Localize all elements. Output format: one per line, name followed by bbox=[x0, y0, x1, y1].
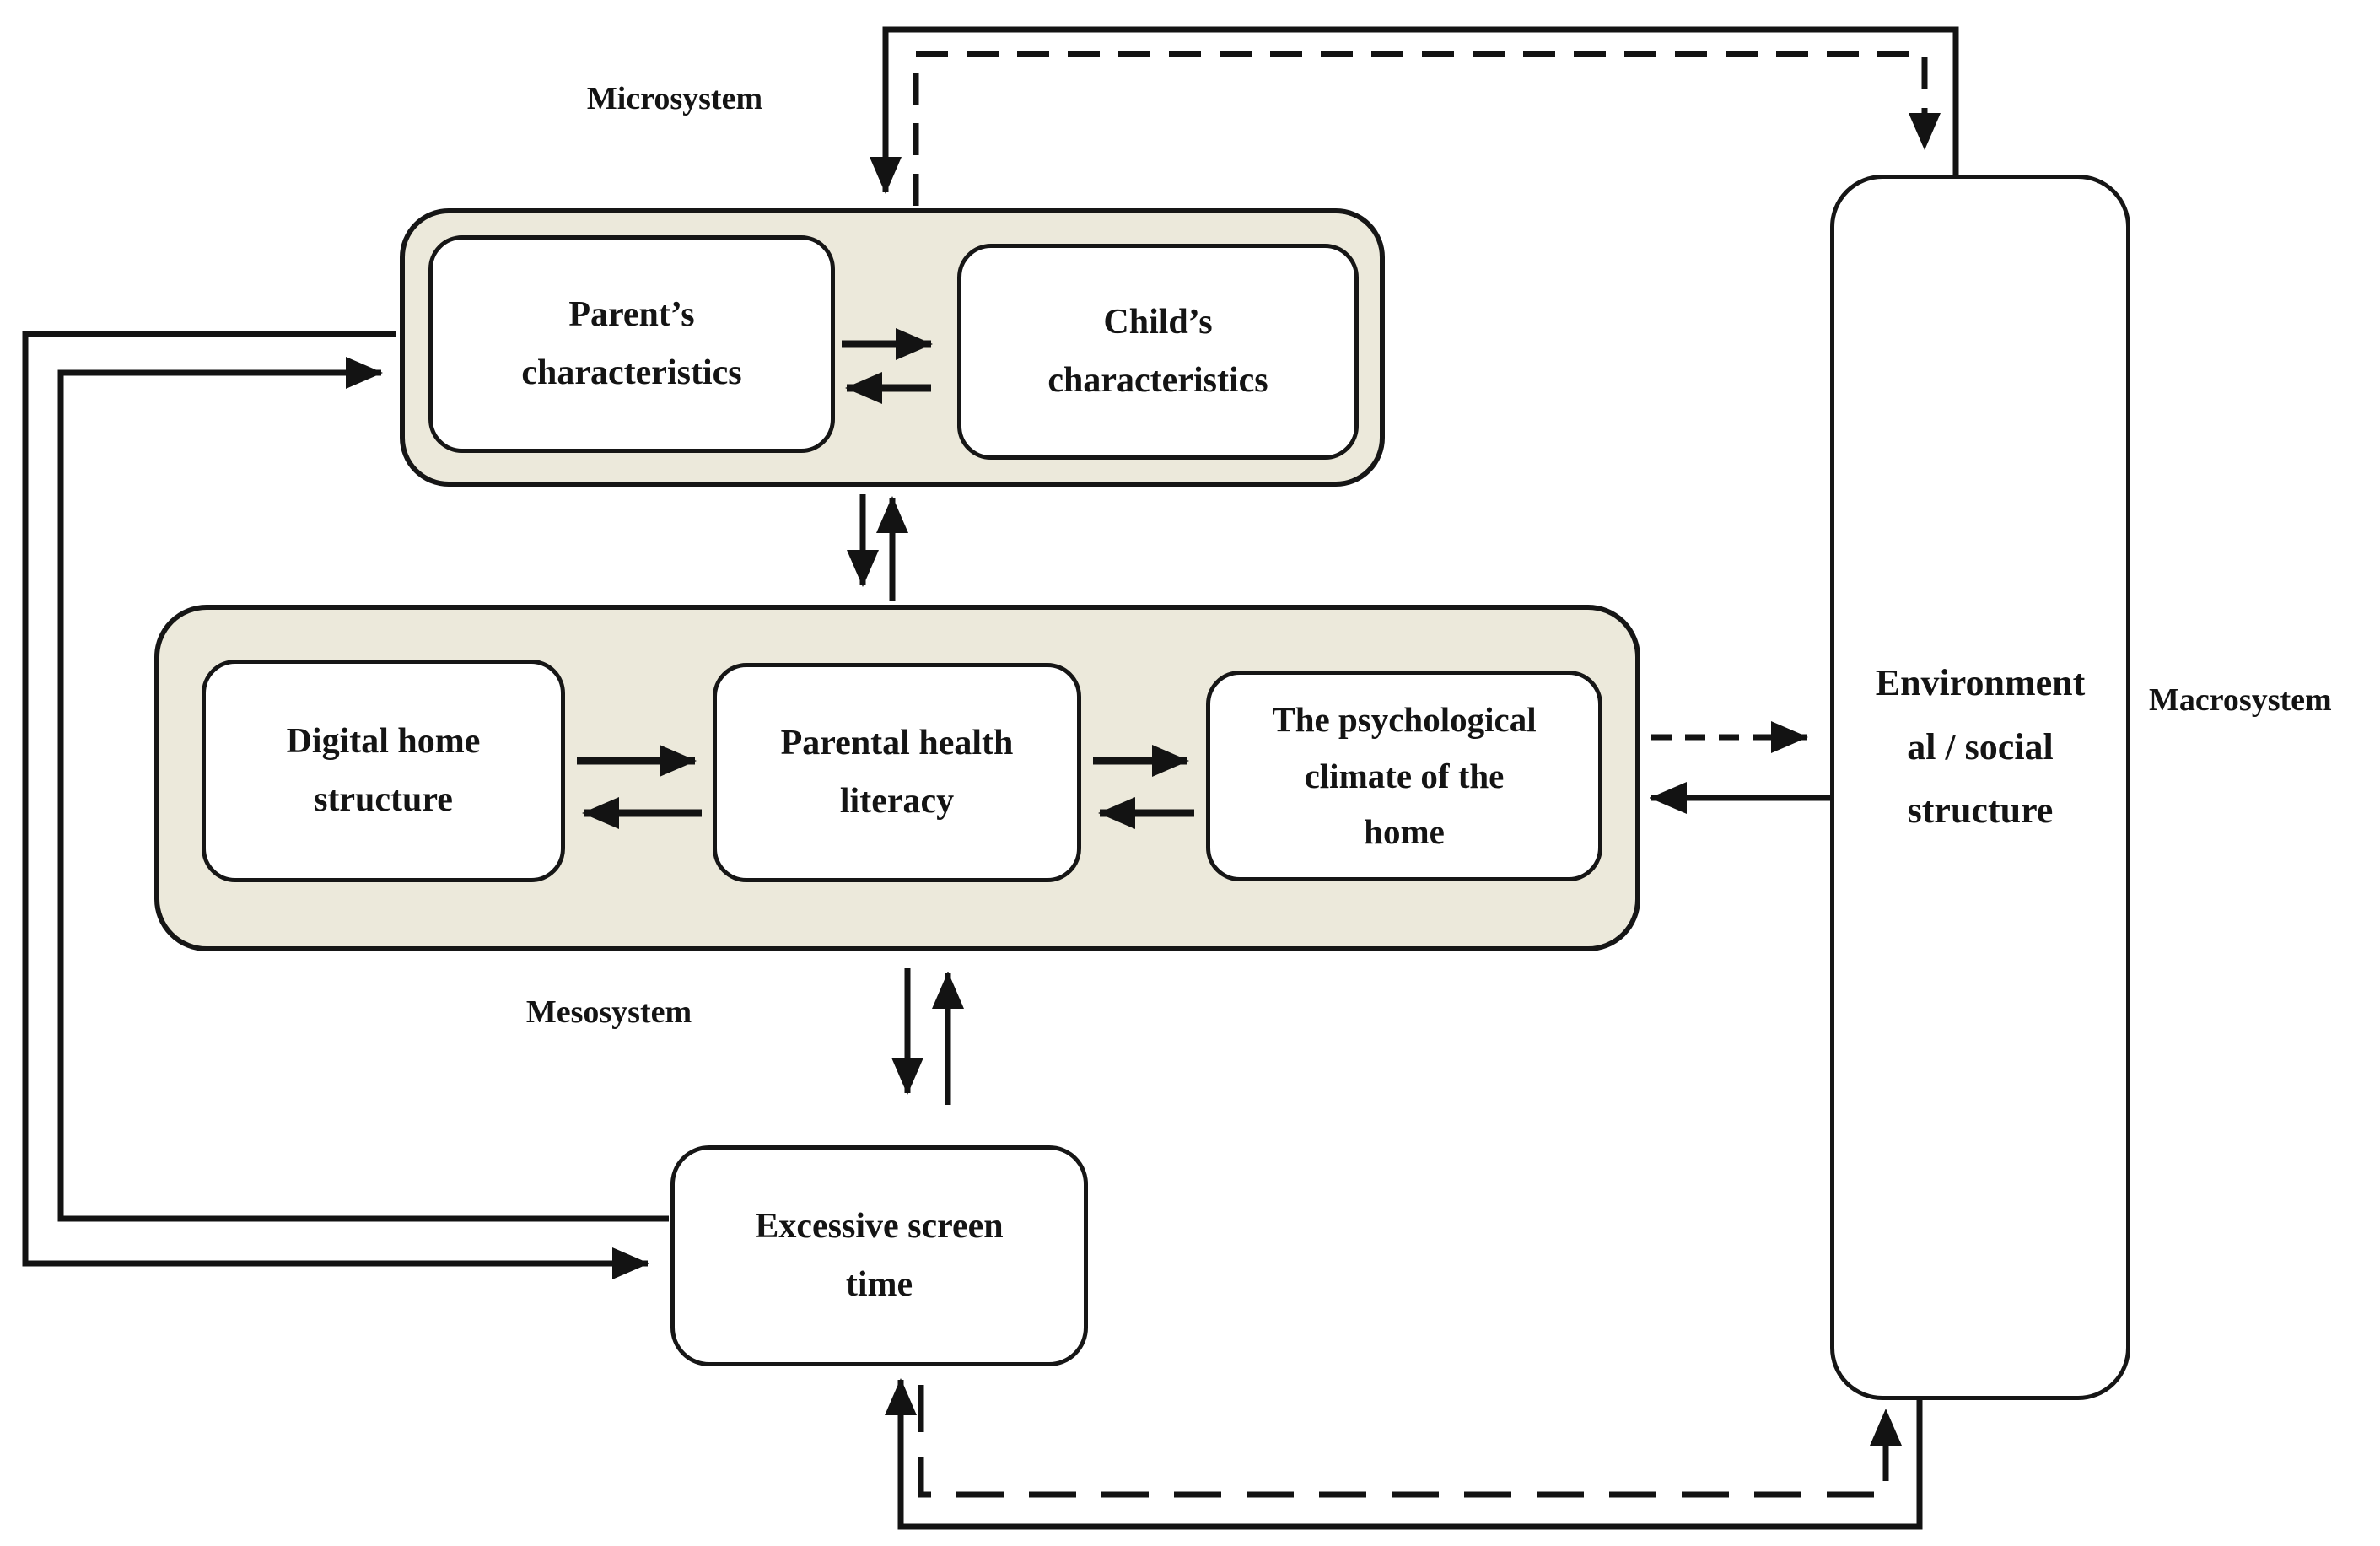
arrow-environment-to-microsystem bbox=[870, 26, 1959, 194]
arrow-microsystem-to-environment-dashed bbox=[913, 51, 1941, 206]
node-parents-characteristics-label: Parent’s characteristics bbox=[521, 294, 742, 392]
node-childs-characteristics-label: Child’s characteristics bbox=[1047, 302, 1268, 400]
node-childs-characteristics: Child’s characteristics bbox=[957, 244, 1359, 460]
node-environmental-social-structure: Environment al / social structure bbox=[1830, 175, 2130, 1400]
node-parental-health-literacy: Parental health literacy bbox=[713, 663, 1081, 882]
label-microsystem: Microsystem bbox=[586, 81, 763, 116]
node-psychological-climate: The psychological climate of the home bbox=[1206, 671, 1602, 881]
node-excessive-screen-time: Excessive screen time bbox=[670, 1145, 1088, 1366]
arrow-environment-to-screen-time-bottom bbox=[885, 1378, 1923, 1530]
node-environmental-social-structure-label: Environment al / social structure bbox=[1875, 662, 2086, 832]
label-macrosystem: Macrosystem bbox=[2149, 682, 2332, 718]
arrow-screen-time-to-environment-bottom-dashed bbox=[918, 1385, 1902, 1498]
node-parental-health-literacy-label: Parental health literacy bbox=[780, 723, 1014, 821]
node-digital-home-structure: Digital home structure bbox=[202, 660, 565, 882]
node-parents-characteristics: Parent’s characteristics bbox=[428, 235, 835, 453]
node-psychological-climate-label: The psychological climate of the home bbox=[1272, 700, 1537, 852]
node-excessive-screen-time-label: Excessive screen time bbox=[755, 1206, 1004, 1304]
label-mesosystem: Mesosystem bbox=[525, 994, 692, 1030]
node-digital-home-structure-label: Digital home structure bbox=[286, 721, 481, 819]
